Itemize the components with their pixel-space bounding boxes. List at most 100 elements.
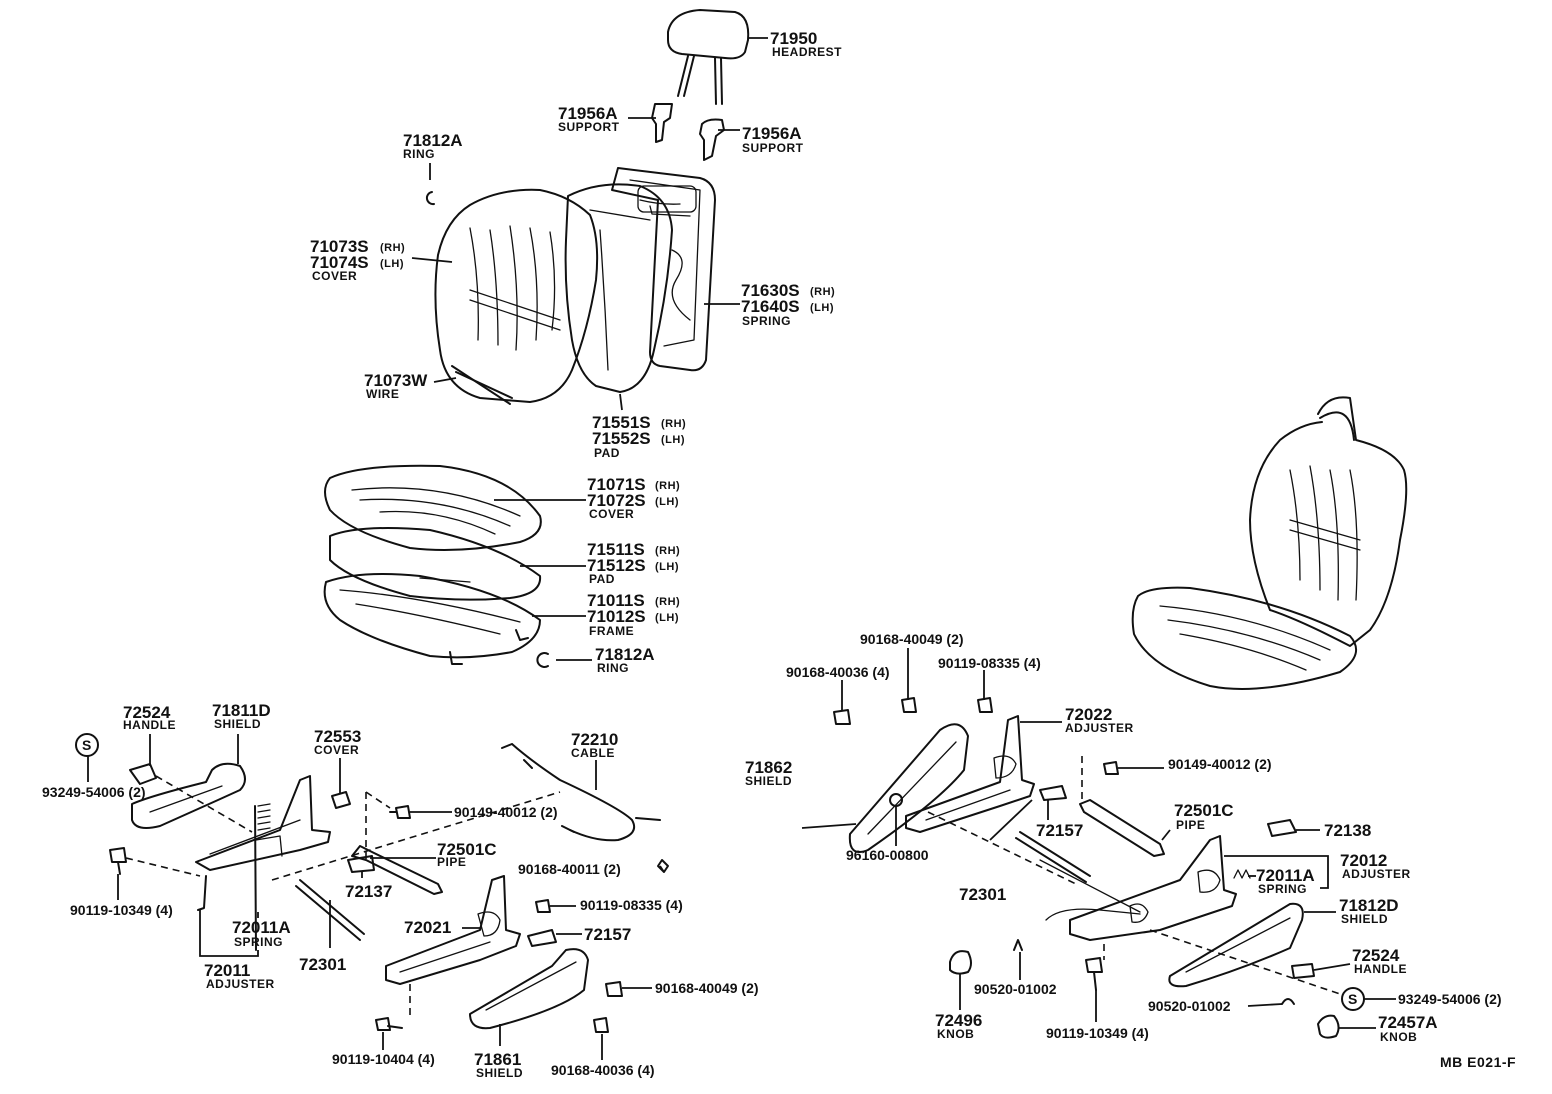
- cushion-pad-number-rh: 71511S: [587, 540, 645, 559]
- bolt-90168-40036-right-number: 90168-40036 (4): [786, 664, 890, 680]
- bolt-90168-40049-left-number: 90168-40049 (2): [655, 980, 759, 996]
- right-track-drawing: [833, 697, 1365, 1039]
- knob-72496-name: KNOB: [937, 1027, 974, 1041]
- shield-71811d-name: SHIELD: [214, 717, 261, 731]
- bolt-90119-08335-right-number: 90119-08335 (4): [938, 655, 1041, 671]
- shield-71812d-name: SHIELD: [1341, 912, 1388, 926]
- back-spring-side-lh: (LH): [810, 302, 834, 314]
- rod-72301-right-number: 72301: [959, 885, 1006, 904]
- cable-number: 72210: [571, 730, 618, 749]
- back-spring-side-rh: (RH): [810, 286, 835, 298]
- cushion-cover-number-lh: 71072S: [587, 491, 646, 510]
- bolt-90168-40049-right-number: 90168-40049 (2): [860, 631, 964, 647]
- spring-left-name: SPRING: [234, 935, 283, 949]
- spring-right-number: 72011A: [1256, 866, 1315, 885]
- part-72138-number: 72138: [1324, 821, 1371, 840]
- handle-right-name: HANDLE: [1354, 962, 1407, 976]
- cushion-frame-side-lh: (LH): [655, 612, 679, 624]
- headrest-drawing: [667, 9, 750, 105]
- pipe-left-number: 72501C: [437, 840, 497, 859]
- pipe-right-name: PIPE: [1176, 818, 1205, 832]
- screw-s-left-number: 93249-54006 (2): [42, 784, 146, 800]
- headrest-name: HEADREST: [772, 45, 842, 59]
- back-spring-number-lh: 71640S: [741, 297, 800, 316]
- clip-90168-40011-number: 90168-40011 (2): [518, 861, 621, 877]
- back-pad-side-rh: (RH): [661, 418, 686, 430]
- pipe-left-name: PIPE: [437, 855, 466, 869]
- bolt-90119-10349-left-number: 90119-10349 (4): [70, 902, 173, 918]
- adjuster-72012-number: 72012: [1340, 851, 1387, 870]
- assembled-seat-drawing: [1131, 396, 1408, 690]
- cushion-pad-side-rh: (RH): [655, 545, 680, 557]
- wire-name: WIRE: [366, 387, 399, 401]
- spring-right-name: SPRING: [1258, 882, 1307, 896]
- cushion-frame-number-lh: 71012S: [587, 607, 646, 626]
- back-pad-side-lh: (LH): [661, 434, 685, 446]
- adjuster-72022-name: ADJUSTER: [1065, 721, 1134, 735]
- adjuster-72012-name: ADJUSTER: [1342, 867, 1411, 881]
- shield-71862-number: 71862: [745, 758, 792, 777]
- seatback-cover-drawing: [434, 188, 599, 403]
- adjuster-left-name: ADJUSTER: [206, 977, 275, 991]
- cushion-frame-drawing: [323, 573, 541, 665]
- reference-code: MB E021-F: [1440, 1054, 1516, 1070]
- knob-72457a-name: KNOB: [1380, 1030, 1417, 1044]
- wire-drawing: [451, 365, 513, 405]
- cushion-pad-drawing: [329, 527, 542, 601]
- shield-71862-name: SHIELD: [745, 774, 792, 788]
- leader-lines: [87, 37, 1396, 1060]
- ring-bottom-drawing: [536, 652, 549, 668]
- seatback-frame-drawing: [611, 167, 716, 372]
- back-cover-side-lh: (LH): [380, 258, 404, 270]
- bolt-90149-left-number: 90149-40012 (2): [454, 804, 558, 820]
- back-cover-name: COVER: [312, 269, 357, 283]
- screw-s-right-symbol: S: [1348, 991, 1357, 1007]
- cushion-cover-number-rh: 71071S: [587, 475, 646, 494]
- clip-90520-left-number: 90520-01002: [974, 981, 1057, 997]
- cushion-frame-number-rh: 71011S: [587, 591, 645, 610]
- screw-s-left-symbol: S: [82, 737, 91, 753]
- cover-72553-name: COVER: [314, 743, 359, 757]
- seatback-pad-drawing: [564, 183, 673, 393]
- adjuster-72021-number: 72021: [404, 918, 451, 937]
- cushion-cover-side-lh: (LH): [655, 496, 679, 508]
- bolt-90168-40036-left-number: 90168-40036 (4): [551, 1062, 655, 1078]
- cushion-pad-number-lh: 71512S: [587, 556, 646, 575]
- cushion-pad-name: PAD: [589, 572, 615, 586]
- handle-left-number: 72524: [123, 703, 171, 722]
- headrest-number: 71950: [770, 29, 817, 48]
- cover-72553-number: 72553: [314, 727, 361, 746]
- rod-72301-left-number: 72301: [299, 955, 346, 974]
- shield-71812d-number: 71812D: [1339, 896, 1399, 915]
- bolt-90119-08335-left-number: 90119-08335 (4): [580, 897, 683, 913]
- back-pad-name: PAD: [594, 446, 620, 460]
- wire-number: 71073W: [364, 371, 428, 390]
- support-left-name: SUPPORT: [558, 120, 620, 134]
- bolt-90119-10404-number: 90119-10404 (4): [332, 1051, 435, 1067]
- pipe-right-number: 72501C: [1174, 801, 1234, 820]
- bolt-90119-10349-right-number: 90119-10349 (4): [1046, 1025, 1149, 1041]
- spring-left-number: 72011A: [232, 918, 291, 937]
- shield-71861-number: 71861: [474, 1050, 521, 1069]
- adjuster-72022-number: 72022: [1065, 705, 1112, 724]
- back-cover-number-lh: 71074S: [310, 253, 369, 272]
- ring-bottom-name: RING: [597, 661, 629, 675]
- part-72137-number: 72137: [345, 882, 392, 901]
- cushion-pad-side-lh: (LH): [655, 561, 679, 573]
- handle-right-number: 72524: [1352, 946, 1400, 965]
- support-right-name: SUPPORT: [742, 141, 804, 155]
- handle-left-name: HANDLE: [123, 718, 176, 732]
- back-pad-number-rh: 71551S: [592, 413, 651, 432]
- screw-s-right-number: 93249-54006 (2): [1398, 991, 1502, 1007]
- ring-top-drawing: [425, 191, 435, 206]
- cushion-frame-name: FRAME: [589, 624, 634, 638]
- clip-90520-right-number: 90520-01002: [1148, 998, 1231, 1014]
- back-spring-number-rh: 71630S: [741, 281, 800, 300]
- back-pad-number-lh: 71552S: [592, 429, 651, 448]
- support-right-drawing: [699, 118, 725, 161]
- support-left-number: 71956A: [558, 104, 618, 123]
- left-track-drawing: [75, 733, 669, 1033]
- cushion-cover-side-rh: (RH): [655, 480, 680, 492]
- cushion-frame-side-rh: (RH): [655, 596, 680, 608]
